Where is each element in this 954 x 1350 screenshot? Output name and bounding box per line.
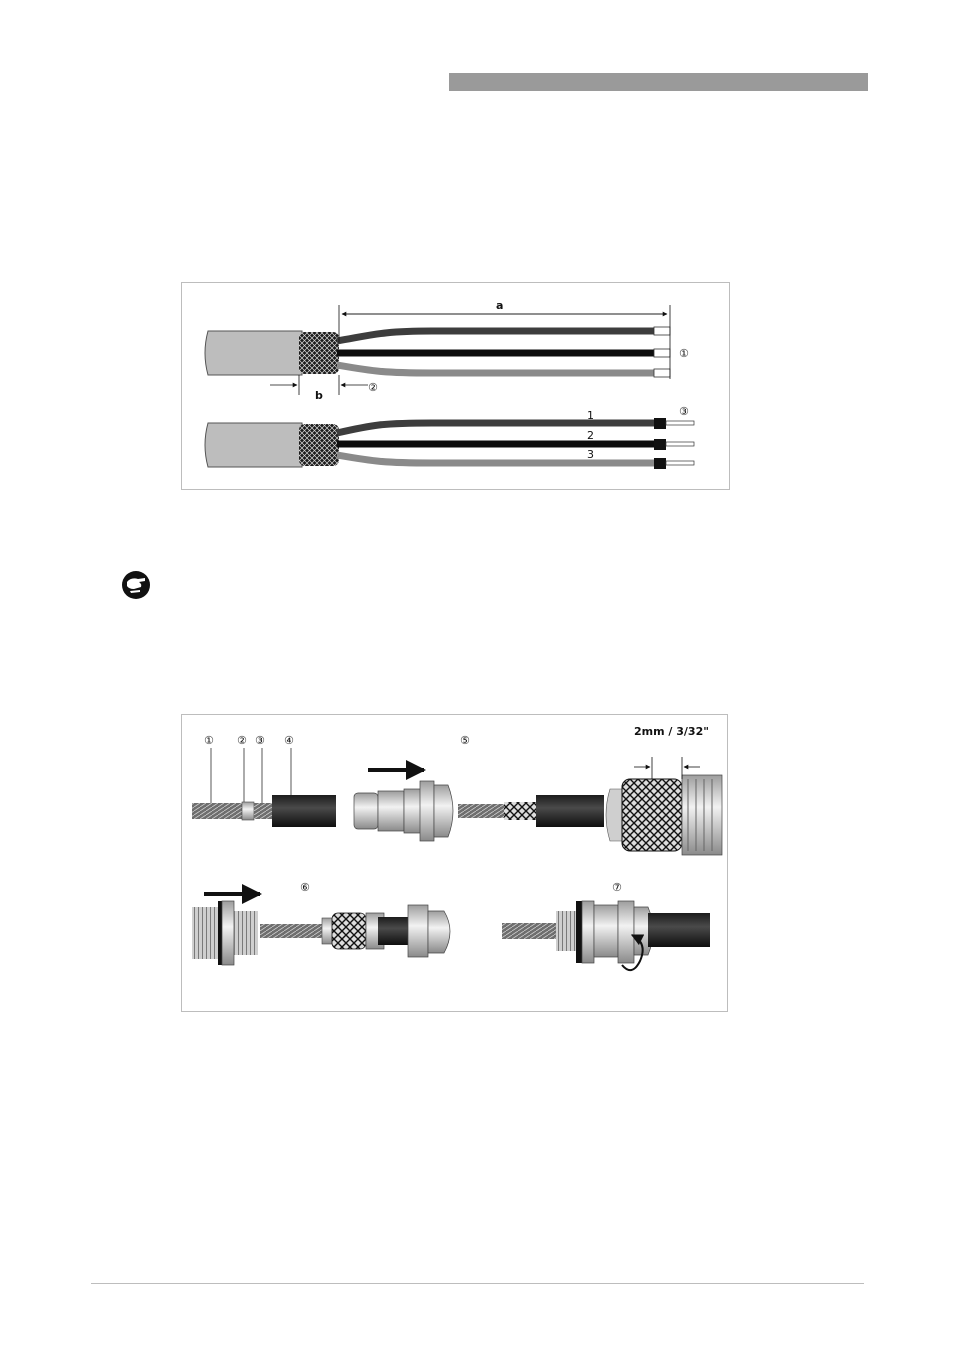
callout-1: ①	[679, 347, 689, 360]
upper-cable	[205, 327, 670, 377]
callout-1: ①	[204, 734, 214, 747]
dimension-b-label: b	[315, 389, 323, 402]
tool-hand-icon	[121, 570, 151, 600]
callout-2: ②	[368, 381, 378, 394]
stripped-cable	[192, 795, 336, 827]
braid-detail: 2mm / 3/32"	[606, 725, 722, 855]
callout-3: ③	[679, 405, 689, 418]
callout-5: ⑤	[460, 734, 470, 747]
gland-parts	[354, 781, 604, 841]
callout-3: ③	[255, 734, 265, 747]
footer-rule	[91, 1283, 864, 1284]
dimension-label: 2mm / 3/32"	[634, 725, 709, 738]
callout-4: ④	[284, 734, 294, 747]
gland-tighten-step	[502, 901, 710, 970]
wire-number-2: 2	[587, 429, 594, 442]
dimension-b: b	[270, 375, 368, 402]
callout-2: ②	[237, 734, 247, 747]
dimension-a: a	[339, 299, 670, 379]
callout-7: ⑦	[612, 881, 622, 894]
callout-6: ⑥	[300, 881, 310, 894]
gland-insert-step	[192, 901, 450, 965]
lower-cable	[205, 418, 694, 469]
header-bar	[449, 73, 868, 91]
dimension-a-label: a	[496, 299, 503, 312]
cable-gland-figure: ① ② ③ ④ ⑤ ⑥ ⑦	[181, 714, 728, 1012]
wire-number-1: 1	[587, 409, 594, 422]
cable-stripping-figure: a b ① ② ③ 1 2 3	[181, 282, 730, 490]
wire-number-3: 3	[587, 448, 594, 461]
